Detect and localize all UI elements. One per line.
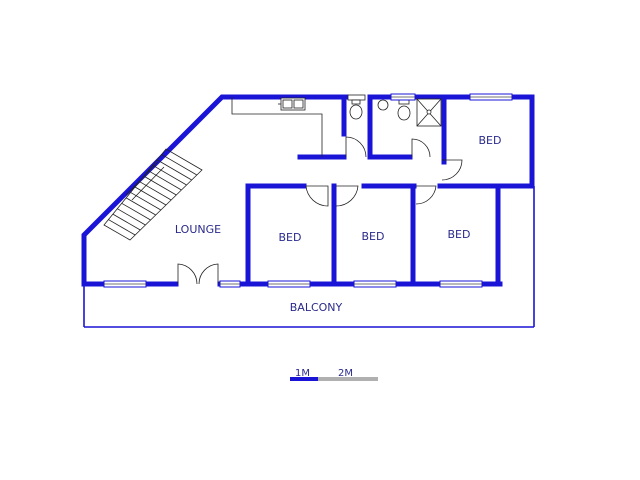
toilet-2 (397, 105, 411, 121)
stair-tread (156, 159, 192, 181)
kitchen-counter (231, 97, 323, 157)
stair-tread (139, 181, 172, 201)
exterior-walls (81, 94, 535, 287)
room-label-bed-3: BED (448, 228, 471, 241)
doors (177, 136, 463, 285)
staircase (103, 148, 203, 241)
scale-bar: 1M 2M (290, 368, 378, 381)
bathroom-fixtures (347, 94, 442, 127)
scale-label-1m: 1M (295, 368, 310, 379)
scale-label-2m: 2M (338, 368, 353, 379)
door-bed-3 (415, 185, 437, 205)
stair-tread (112, 213, 141, 231)
room-label-balcony: BALCONY (290, 301, 343, 314)
stair-tread (143, 175, 177, 196)
stair-tread (125, 197, 156, 216)
door-bed-1 (305, 185, 329, 207)
door-bath-2 (411, 138, 431, 158)
toilet-1 (349, 104, 363, 120)
stair-tread (117, 208, 146, 226)
interior-walls (245, 94, 535, 287)
room-label-bed-2: BED (362, 230, 385, 243)
stair-tread (161, 154, 198, 176)
basin (377, 99, 389, 111)
room-label-bed-1: BED (279, 231, 302, 244)
stair-tread (130, 192, 162, 211)
stair-tread (148, 170, 182, 191)
door-lounge-right (198, 263, 219, 285)
windows (103, 93, 513, 288)
toilet-cistern-1 (347, 94, 366, 101)
door-bath-1 (345, 136, 367, 158)
stair-tread (108, 219, 136, 236)
door-bed-2 (335, 185, 359, 207)
stair-tread (134, 186, 167, 206)
stair-tread (121, 202, 151, 221)
room-label-bed-4: BED (479, 134, 502, 147)
room-label-lounge: LOUNGE (175, 223, 221, 236)
door-bed-4 (441, 159, 463, 181)
door-lounge-left (177, 263, 198, 285)
stair-tread (152, 164, 187, 186)
